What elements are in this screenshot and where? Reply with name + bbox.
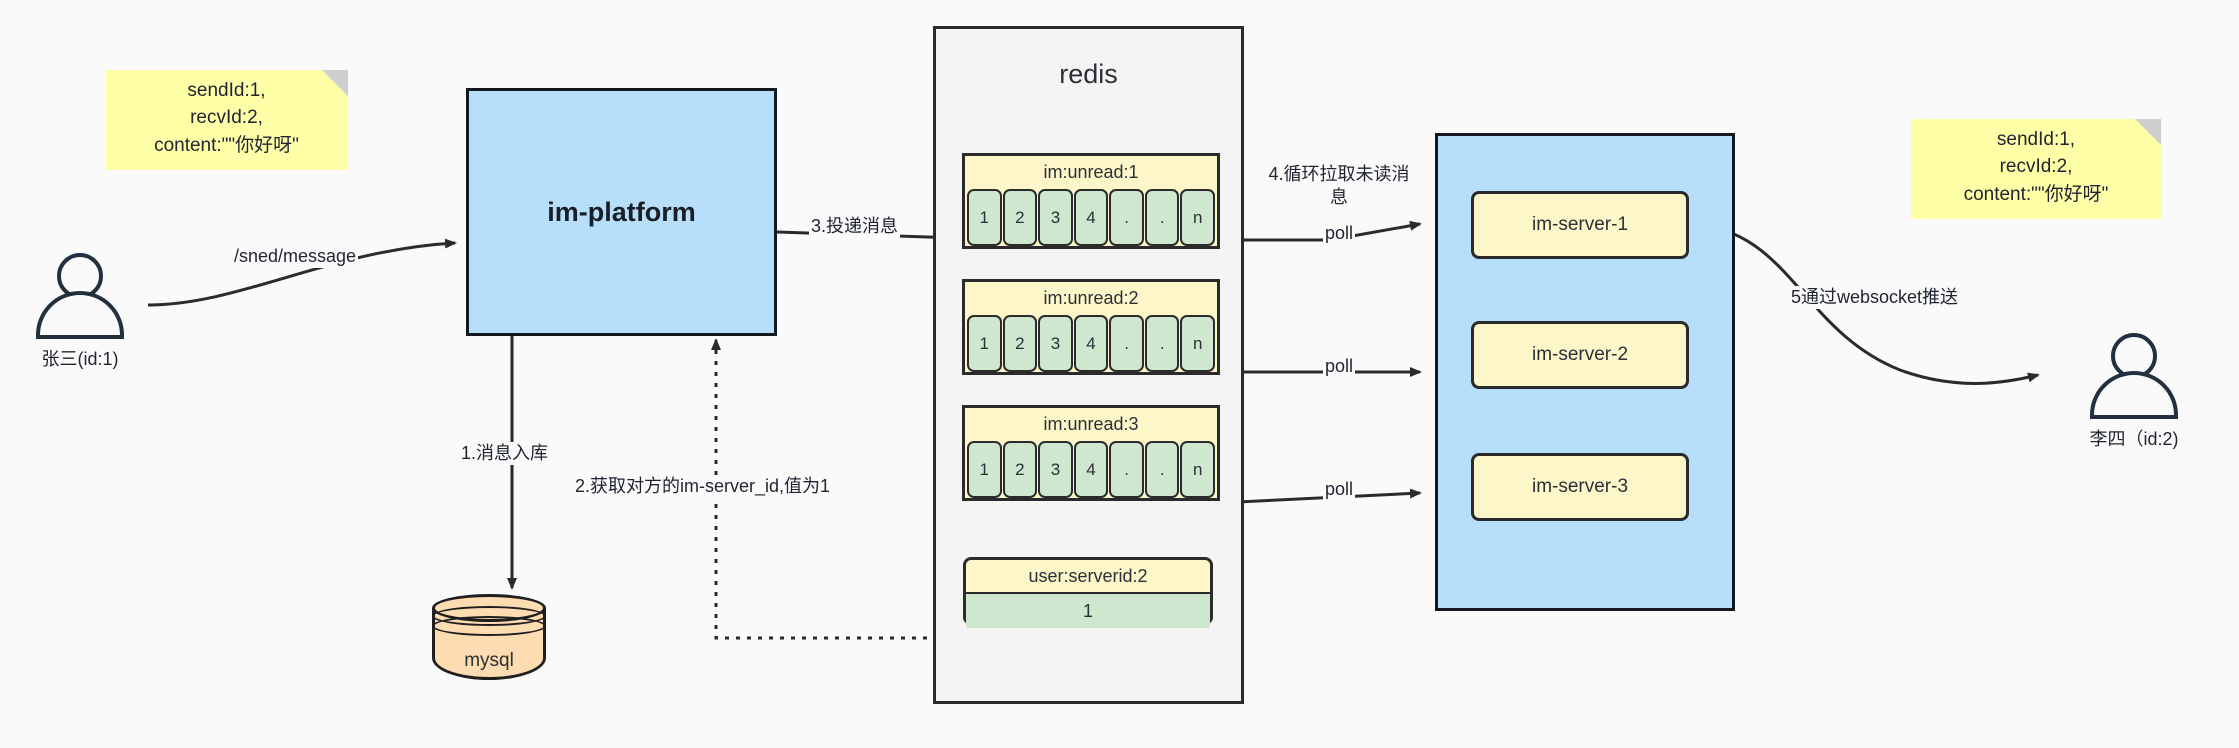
redis-list-cell[interactable]: . <box>1144 441 1180 498</box>
im-server-box[interactable]: im-server-1 <box>1471 191 1689 259</box>
redis-list-cell[interactable]: 2 <box>1002 441 1038 498</box>
edge-label-step1: 1.消息入库 <box>459 442 551 465</box>
sender-message-note: sendId:1, recvId:2, content:""你好呀" <box>105 70 348 170</box>
edge-label-step5: 5通过websocket推送 <box>1789 286 1961 309</box>
redis-list-cell[interactable]: 1 <box>967 189 1002 246</box>
redis-list-group[interactable]: im:unread:3 1 2 3 4 . . n <box>962 405 1220 501</box>
redis-kv-entry[interactable]: user:serverid:2 1 <box>963 557 1213 628</box>
redis-kv-key: user:serverid:2 <box>966 560 1210 592</box>
edge-label-poll-3: poll <box>1323 478 1356 501</box>
redis-list-cell[interactable]: 4 <box>1073 441 1109 498</box>
redis-list-cell[interactable]: 3 <box>1038 441 1073 498</box>
redis-list-cell[interactable]: n <box>1180 315 1216 372</box>
redis-list-cell[interactable]: 2 <box>1002 315 1038 372</box>
edge-label-step4: 4.循环拉取未读消 息 <box>1262 163 1416 208</box>
sender-user-label: 张三(id:1) <box>41 349 119 369</box>
im-platform-box[interactable]: im-platform <box>466 88 777 336</box>
db-cylinder-ring-2 <box>432 616 546 636</box>
redis-list-cell[interactable]: . <box>1144 189 1180 246</box>
im-server-label: im-server-3 <box>1531 476 1629 497</box>
redis-list-cells: 1 2 3 4 . . n <box>965 189 1217 246</box>
redis-list-group[interactable]: im:unread:1 1 2 3 4 . . n <box>962 153 1220 249</box>
edge-label-poll-2: poll <box>1323 355 1356 378</box>
im-server-box[interactable]: im-server-3 <box>1471 453 1689 521</box>
receiver-note-text: sendId:1, recvId:2, content:""你好呀" <box>1963 128 2109 205</box>
edge-label-poll-1: poll <box>1323 222 1356 245</box>
user-body-icon <box>36 291 124 339</box>
im-server-box[interactable]: im-server-2 <box>1471 321 1689 389</box>
im-server-label: im-server-1 <box>1531 214 1629 235</box>
note-fold-icon <box>2135 119 2161 145</box>
im-server-label: im-server-2 <box>1531 344 1629 365</box>
redis-list-cell[interactable]: . <box>1109 189 1144 246</box>
sender-note-text: sendId:1, recvId:2, content:""你好呀" <box>154 79 299 156</box>
edge-label-step2: 2.获取对方的im-server_id,值为1 <box>573 475 833 498</box>
redis-container: redis im:unread:1 1 2 3 4 . . n im:unrea… <box>933 26 1244 704</box>
im-platform-label: im-platform <box>547 196 696 227</box>
redis-list-cells: 1 2 3 4 . . n <box>965 441 1217 498</box>
redis-list-key: im:unread:3 <box>1043 414 1139 434</box>
redis-list-cell[interactable]: 1 <box>967 315 1002 372</box>
receiver-message-note: sendId:1, recvId:2, content:""你好呀" <box>1911 119 2161 219</box>
redis-list-cell[interactable]: 1 <box>967 441 1002 498</box>
redis-list-key: im:unread:1 <box>1043 162 1139 182</box>
redis-list-cell[interactable]: 4 <box>1073 315 1109 372</box>
redis-list-key: im:unread:2 <box>1043 288 1139 308</box>
receiver-user-label: 李四（id:2) <box>2089 429 2179 449</box>
edge-label-send-message: /sned/message <box>232 245 359 268</box>
redis-list-cell[interactable]: 3 <box>1038 189 1073 246</box>
redis-title: redis <box>1059 59 1118 89</box>
edge-label-step3: 3.投递消息 <box>809 215 901 238</box>
user-body-icon <box>2090 371 2178 419</box>
redis-kv-value: 1 <box>966 592 1210 628</box>
mysql-label: mysql <box>464 650 514 671</box>
redis-list-cell[interactable]: . <box>1109 315 1144 372</box>
redis-list-cell[interactable]: 2 <box>1002 189 1038 246</box>
redis-list-cell[interactable]: 3 <box>1038 315 1073 372</box>
note-fold-icon <box>322 70 348 96</box>
redis-list-cell[interactable]: 4 <box>1073 189 1109 246</box>
im-server-cluster: im-server-1 im-server-2 im-server-3 <box>1435 133 1735 611</box>
redis-list-cell[interactable]: n <box>1180 189 1216 246</box>
redis-list-cell[interactable]: . <box>1144 315 1180 372</box>
redis-list-group[interactable]: im:unread:2 1 2 3 4 . . n <box>962 279 1220 375</box>
redis-list-cell[interactable]: n <box>1180 441 1216 498</box>
redis-list-cells: 1 2 3 4 . . n <box>965 315 1217 372</box>
redis-list-cell[interactable]: . <box>1109 441 1144 498</box>
